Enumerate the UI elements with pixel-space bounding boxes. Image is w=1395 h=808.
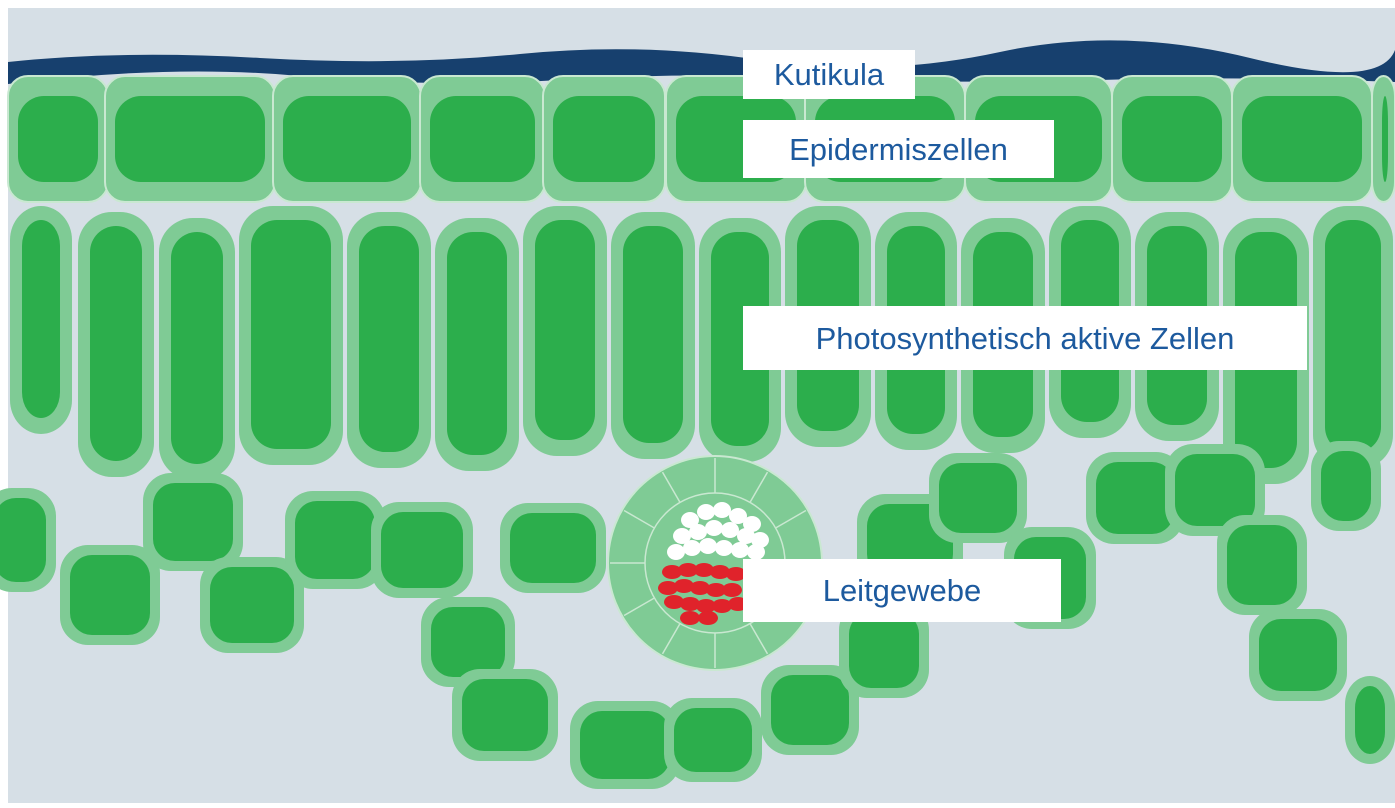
epidermis-cell-interior [1122, 96, 1222, 182]
palisade-cell-interior [1325, 220, 1381, 453]
cuticle-label: Kutikula [743, 50, 915, 99]
palisade-cell-interior [90, 226, 142, 461]
spongy-cell-interior [510, 513, 596, 583]
spongy-cell-interior [849, 612, 919, 688]
spongy-cell-interior [153, 483, 233, 561]
spongy-cell-interior [381, 512, 463, 588]
phloem-cell [698, 611, 718, 625]
palisade-cell-interior [447, 232, 507, 455]
spongy-cell-interior [1096, 462, 1174, 534]
spongy-cell-interior [431, 607, 505, 677]
epidermis-label: Epidermiszellen [743, 120, 1054, 178]
spongy-cell-interior [1259, 619, 1337, 691]
xylem-cell [699, 538, 717, 554]
xylem-cell [713, 502, 731, 518]
spongy-cell-interior [0, 498, 46, 582]
xylem-cell [697, 504, 715, 520]
spongy-cell-interior [1321, 451, 1371, 521]
spongy-cell-interior [674, 708, 752, 772]
epidermis-cell-interior [283, 96, 411, 182]
epidermis-cell-interior [553, 96, 655, 182]
epidermis-cell-interior [18, 96, 98, 182]
xylem-cell [667, 544, 685, 560]
epidermis-cell-interior [115, 96, 265, 182]
epidermis-cell-interior [1242, 96, 1362, 182]
xylem-cell [721, 522, 739, 538]
spongy-cell-interior [771, 675, 849, 745]
palisade-label: Photosynthetisch aktive Zellen [743, 306, 1307, 370]
spongy-cell-interior [462, 679, 548, 751]
spongy-cell-interior [1227, 525, 1297, 605]
phloem-cell [680, 611, 700, 625]
xylem-cell [747, 544, 765, 560]
xylem-cell [705, 520, 723, 536]
palisade-cell-interior [171, 232, 223, 464]
spongy-cell-interior [210, 567, 294, 643]
palisade-cell-interior [22, 220, 60, 418]
palisade-cell-interior [359, 226, 419, 452]
vascular-tissue-label: Leitgewebe [743, 559, 1061, 622]
epidermis-cell-interior [1382, 96, 1388, 182]
xylem-cell [715, 540, 733, 556]
palisade-cell-interior [535, 220, 595, 440]
epidermis-cell-interior [430, 96, 535, 182]
spongy-cell-interior [295, 501, 375, 579]
spongy-cell-interior [1355, 686, 1385, 754]
xylem-cell [731, 542, 749, 558]
spongy-cell-interior [70, 555, 150, 635]
xylem-cell [689, 524, 707, 540]
xylem-cell [683, 540, 701, 556]
spongy-cell-interior [939, 463, 1017, 533]
spongy-cell-interior [580, 711, 670, 779]
palisade-cell-interior [623, 226, 683, 443]
palisade-cell-interior [251, 220, 331, 449]
phloem-cell [722, 583, 742, 597]
